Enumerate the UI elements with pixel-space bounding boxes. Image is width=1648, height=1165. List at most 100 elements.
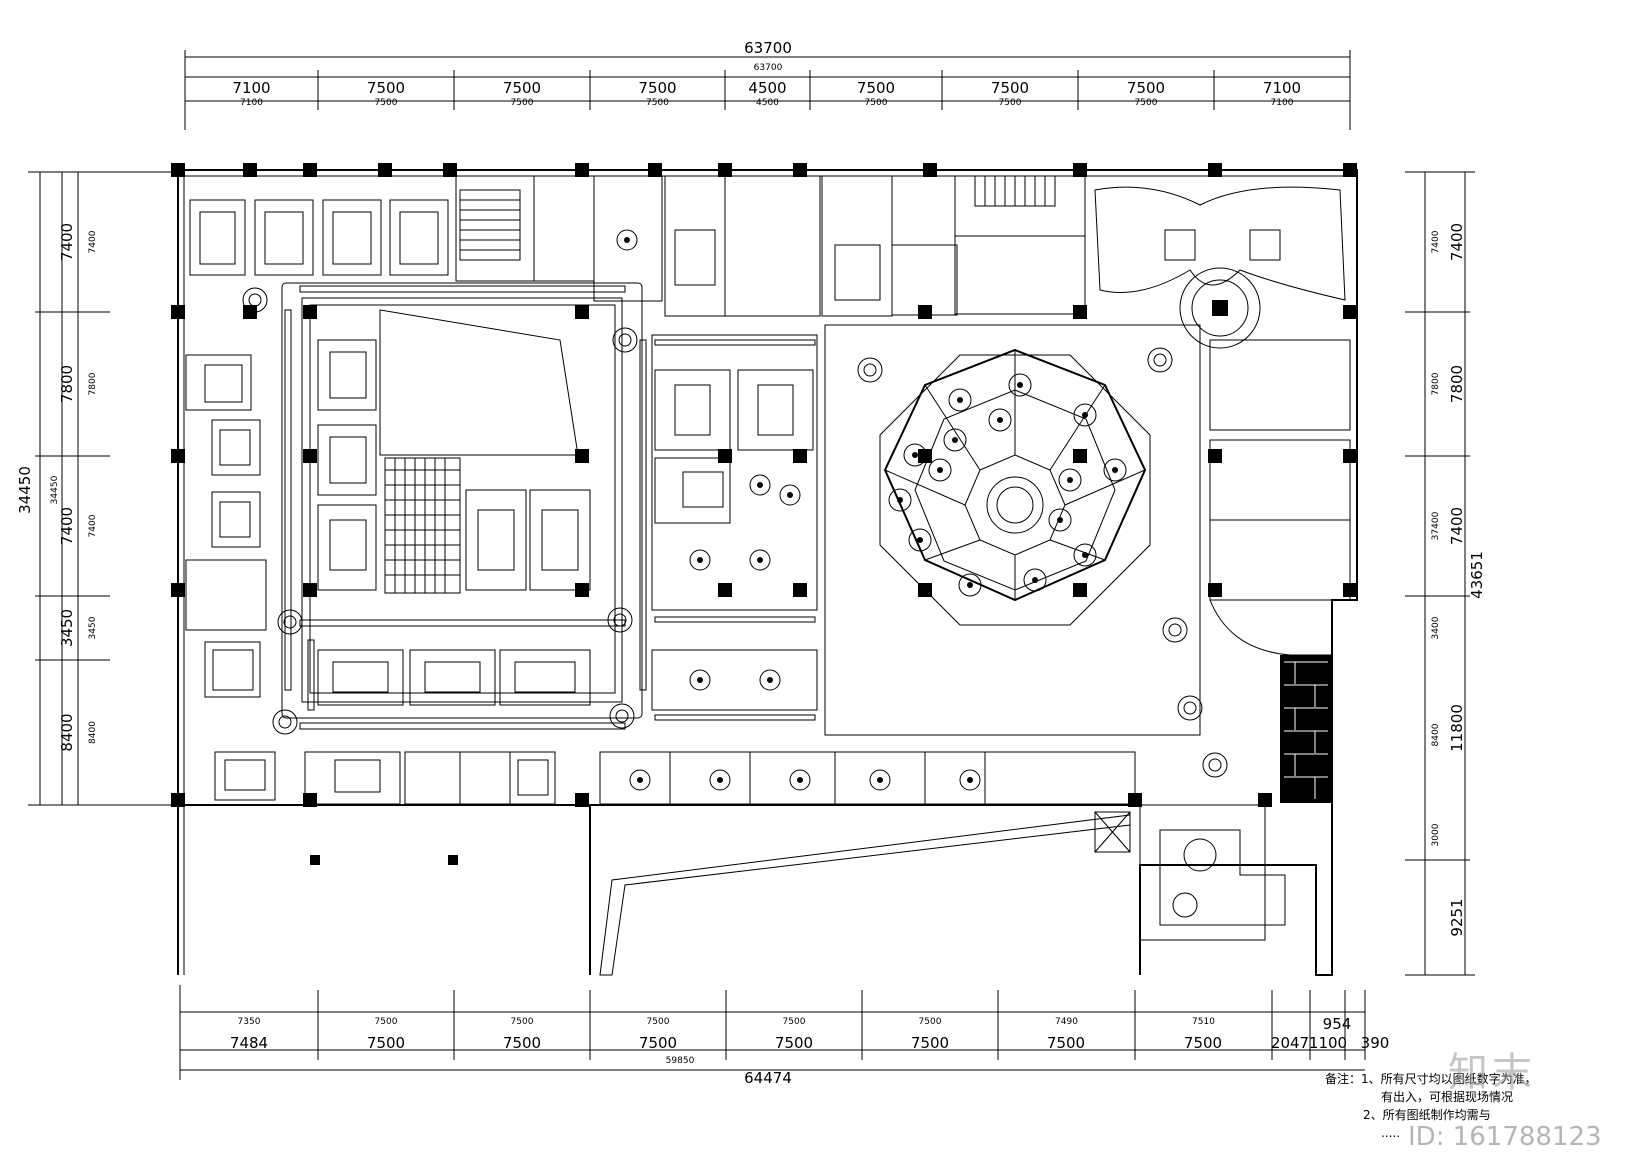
structural-column xyxy=(303,305,317,319)
bottom-span-dimension: 2047 xyxy=(1271,1034,1309,1052)
downlight-center xyxy=(967,582,973,588)
downlight xyxy=(988,408,1012,432)
bottom-span-dimension-small: 7510 xyxy=(1192,1017,1215,1027)
structural-column xyxy=(1208,449,1222,463)
bottom-span-dimension-small: 7500 xyxy=(647,1017,670,1027)
downlight-center xyxy=(1032,577,1038,583)
structural-column xyxy=(443,163,457,177)
downlight-center xyxy=(917,537,923,543)
rosette-ornament-inner xyxy=(278,715,292,729)
note-line-2: 有出入，可根据现场情况 xyxy=(1381,1090,1514,1104)
rosette-ornament-inner xyxy=(613,613,627,627)
downlight-center xyxy=(912,452,918,458)
downlight-center xyxy=(787,492,793,498)
downlight-center xyxy=(1057,517,1063,523)
structural-column xyxy=(1208,583,1222,597)
rosette-ornament xyxy=(612,327,638,353)
downlight xyxy=(1048,508,1072,532)
downlight xyxy=(958,573,982,597)
structural-column xyxy=(1208,163,1222,177)
downlight xyxy=(749,474,771,496)
left-span-dimension: 3450 xyxy=(58,609,76,647)
downlight xyxy=(689,669,711,691)
structural-column xyxy=(575,449,589,463)
stairs xyxy=(974,175,1056,207)
structural-column xyxy=(171,449,185,463)
top-span-dimension: 7500 xyxy=(1127,79,1165,97)
downlight xyxy=(779,484,801,506)
structural-column xyxy=(171,305,185,319)
top-dimension-chain: 63700 63700 7100710075007500750075007500… xyxy=(184,39,1351,130)
top-span-dimension: 7500 xyxy=(638,79,676,97)
downlight-center xyxy=(952,437,958,443)
right-span-dimension: 7400 xyxy=(1448,507,1466,545)
downlight-center xyxy=(1082,412,1088,418)
downlight-center xyxy=(1112,467,1118,473)
downlight xyxy=(629,769,651,791)
top-total-dimension-small: 63700 xyxy=(754,63,783,73)
top-span-dimension-small: 4500 xyxy=(756,98,779,108)
left-span-dimension-small: 7400 xyxy=(88,230,98,253)
structural-column xyxy=(1073,305,1087,319)
structural-column xyxy=(793,449,807,463)
rosette-ornament-inner xyxy=(863,363,877,377)
downlight xyxy=(709,769,731,791)
downlight-center xyxy=(1017,382,1023,388)
bottom-span-dimension: 7500 xyxy=(911,1034,949,1052)
downlight xyxy=(1073,403,1097,427)
rosette-ornament xyxy=(857,357,883,383)
downlight xyxy=(616,229,638,251)
structural-column xyxy=(918,583,932,597)
downlight-center xyxy=(877,777,883,783)
structural-column xyxy=(793,163,807,177)
structural-column xyxy=(575,163,589,177)
downlight-center xyxy=(757,557,763,563)
structural-column xyxy=(1343,583,1357,597)
right-span-dimension-small: 37400 xyxy=(1431,511,1441,540)
structural-column xyxy=(918,449,932,463)
bottom-span-dimension: 7500 xyxy=(775,1034,813,1052)
structural-column xyxy=(1073,449,1087,463)
left-total-dimension: 34450 xyxy=(16,466,34,514)
structural-column xyxy=(303,163,317,177)
downlight-center xyxy=(957,397,963,403)
bottom-span-dimension: 7500 xyxy=(1184,1034,1222,1052)
structural-column xyxy=(918,305,932,319)
rosette-ornament xyxy=(609,703,635,729)
left-span-dimension-small: 7800 xyxy=(88,372,98,395)
top-span-dimension: 7500 xyxy=(991,79,1029,97)
structural-column xyxy=(1343,163,1357,177)
bottom-span-dimension: 1100 xyxy=(1309,1034,1347,1052)
top-span-dimension-small: 7100 xyxy=(240,98,263,108)
downlight xyxy=(928,458,952,482)
feature-wall-panel xyxy=(1280,655,1332,803)
rosette-ornament-inner xyxy=(615,709,629,723)
structural-column xyxy=(718,583,732,597)
top-span-dimension-small: 7500 xyxy=(511,98,534,108)
structural-column xyxy=(378,163,392,177)
right-span-dimension-small: 7400 xyxy=(1431,230,1441,253)
left-span-dimension-small: 3450 xyxy=(88,616,98,639)
right-side-rooms xyxy=(1209,339,1351,656)
bottom-span-dimension: 390 xyxy=(1361,1034,1390,1052)
rosette-ornament-inner xyxy=(283,615,297,629)
top-span-dimension-small: 7500 xyxy=(999,98,1022,108)
structural-column xyxy=(923,163,937,177)
top-span-dimension-small: 7500 xyxy=(375,98,398,108)
structural-column xyxy=(1343,305,1357,319)
rosette-ornament-inner xyxy=(1168,623,1182,637)
structural-column xyxy=(1343,449,1357,463)
downlight xyxy=(869,769,891,791)
rosette-ornament xyxy=(1202,752,1228,778)
downlight xyxy=(1073,543,1097,567)
structural-column xyxy=(1073,583,1087,597)
stairs xyxy=(459,189,521,261)
note-line-3: 2、所有图纸制作均需与 xyxy=(1363,1108,1491,1122)
right-span-dimension: 7800 xyxy=(1448,365,1466,403)
top-span-dimension-small: 7100 xyxy=(1271,98,1294,108)
top-span-dimension-small: 7500 xyxy=(646,98,669,108)
rosette-ornament-inner xyxy=(618,333,632,347)
structural-column xyxy=(1128,793,1142,807)
